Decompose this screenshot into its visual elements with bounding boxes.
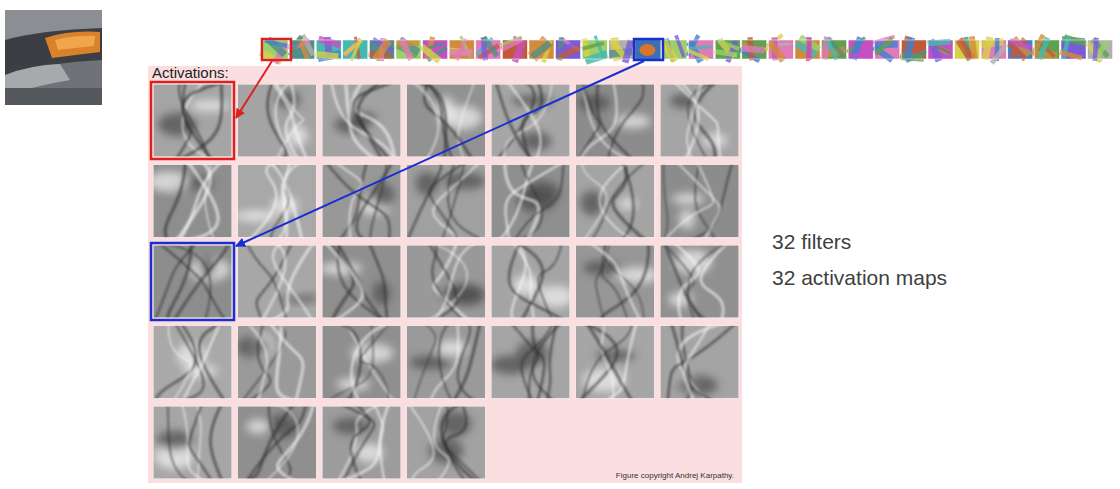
activation-map bbox=[576, 326, 655, 399]
activation-map bbox=[238, 245, 317, 318]
filter-thumbnail bbox=[609, 37, 635, 63]
filter-thumbnail bbox=[714, 38, 740, 63]
filter-thumbnail bbox=[581, 35, 608, 65]
filter-thumbnail bbox=[872, 35, 900, 63]
activation-map bbox=[153, 245, 232, 318]
filter-thumbnail bbox=[1030, 34, 1059, 61]
filter-thumbnail bbox=[686, 34, 714, 63]
panel-heading: Activations: bbox=[152, 64, 229, 81]
activation-map bbox=[238, 326, 317, 399]
filter-thumbnail bbox=[820, 36, 846, 61]
activation-map bbox=[491, 165, 570, 238]
activation-map bbox=[153, 406, 232, 479]
side-label: 32 filters bbox=[772, 230, 851, 254]
activation-map bbox=[153, 165, 232, 238]
activation-map bbox=[407, 326, 486, 399]
filter-thumbnail bbox=[395, 37, 421, 61]
selected-filter-box bbox=[634, 39, 663, 60]
activation-map bbox=[322, 326, 401, 399]
activation-map bbox=[576, 84, 655, 157]
filter-thumbnail bbox=[315, 36, 341, 62]
filter-thumbnail bbox=[343, 36, 368, 61]
filter-thumbnail bbox=[738, 37, 766, 63]
activation-map bbox=[322, 84, 401, 157]
filter-thumbnail bbox=[794, 35, 821, 62]
activation-map bbox=[407, 406, 486, 479]
filter-thumbnail bbox=[764, 33, 793, 62]
pointer-arrow bbox=[236, 61, 644, 246]
selected-activation-box bbox=[151, 82, 234, 159]
activation-map bbox=[491, 84, 570, 157]
activation-map bbox=[660, 84, 739, 157]
activation-map bbox=[407, 84, 486, 157]
filter-thumbnail bbox=[980, 36, 1008, 64]
filter-thumbnail bbox=[635, 40, 660, 59]
filter-thumbnail bbox=[1085, 37, 1112, 63]
activation-map bbox=[660, 165, 739, 238]
filter-thumbnail bbox=[555, 37, 581, 61]
activation-map bbox=[238, 406, 317, 479]
filter-thumbnail bbox=[900, 36, 928, 63]
activation-map bbox=[660, 326, 739, 399]
side-label: 32 activation maps bbox=[772, 266, 947, 290]
activation-map bbox=[153, 84, 232, 157]
filter-thumbnail bbox=[527, 36, 554, 63]
selected-filter-box bbox=[262, 39, 291, 60]
filter-thumbnail bbox=[1059, 34, 1087, 60]
copyright-note: Figure copyright Andrej Karpathy. bbox=[616, 471, 734, 480]
filter-thumbnail bbox=[1007, 36, 1033, 61]
filter-thumbnail bbox=[419, 36, 448, 63]
input-image bbox=[5, 10, 102, 105]
activation-map bbox=[660, 245, 739, 318]
activation-map bbox=[153, 326, 232, 399]
activation-map bbox=[576, 165, 655, 238]
filter-thumbnail bbox=[449, 35, 474, 61]
filter-thumbnail bbox=[368, 37, 394, 61]
activation-map bbox=[576, 245, 655, 318]
activation-map bbox=[407, 165, 486, 238]
activation-map bbox=[407, 245, 486, 318]
filter-thumbnail bbox=[500, 36, 528, 64]
filter-thumbnail bbox=[927, 38, 953, 62]
activation-map bbox=[238, 84, 317, 157]
filter-thumbnail bbox=[846, 36, 873, 60]
pointer-arrow bbox=[236, 61, 272, 118]
filter-thumbnail bbox=[475, 36, 501, 61]
filter-thumbnail bbox=[955, 36, 980, 61]
activation-map bbox=[322, 406, 401, 479]
selected-activation-box bbox=[151, 243, 234, 320]
activation-map bbox=[322, 245, 401, 318]
activation-map bbox=[491, 245, 570, 318]
activation-map bbox=[491, 326, 570, 399]
